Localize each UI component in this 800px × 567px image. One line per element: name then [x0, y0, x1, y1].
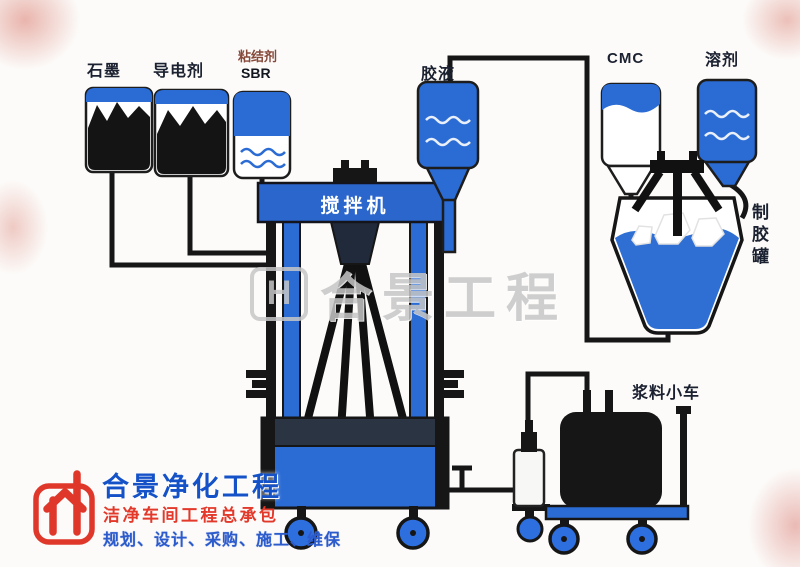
hopper-graphite [84, 86, 154, 174]
pipes [109, 55, 749, 493]
footer-services: 规划、设计、采购、施工、维保 [103, 532, 342, 549]
glue-tank-agitator [650, 151, 704, 236]
mixer-leg-right [434, 220, 444, 420]
pipe-pump-to-cart [525, 371, 590, 438]
mixer-top-cap [333, 160, 377, 184]
slurry-cart [544, 390, 691, 555]
label-slurry-cart: 浆料小车 [632, 385, 701, 402]
mixer-wheels [284, 506, 430, 550]
glue-tank-liquid [615, 228, 739, 329]
footer-logo-icon [33, 470, 95, 545]
mixer-bowl-wall-right [435, 418, 448, 508]
mixer-head-bar [256, 181, 454, 224]
label-graphite: 石墨 [87, 63, 122, 80]
mixer-post-right [409, 219, 428, 423]
container-cmc [600, 82, 662, 196]
mixer-shafts [301, 252, 410, 434]
label-binder: 粘结剂 [238, 49, 278, 64]
container-glue-solution [416, 80, 480, 254]
label-solvent: 溶剂 [705, 52, 740, 69]
hopper-conductive-agent [153, 88, 230, 178]
mixer-clamp-right [438, 370, 464, 398]
mixer-bowl-rim [261, 417, 449, 447]
mixer-machine [246, 160, 464, 550]
footer-company-name: 合景净化工程 [102, 472, 282, 502]
mixer-bowl-wall-left [262, 418, 275, 508]
outlet-valve-icon [452, 465, 472, 490]
container-binder-sbr [232, 90, 292, 180]
label-glue-solution: 胶液 [421, 66, 456, 83]
mixer-clamp-left [246, 370, 272, 398]
pipe-graphite-to-mixer [109, 170, 270, 268]
label-conductive-agent: 导电剂 [153, 63, 205, 80]
cart-nozzle-left [583, 390, 591, 418]
pipe-tank-to-glue-solution [447, 55, 671, 343]
label-glue-tank: 制胶罐 [749, 203, 768, 269]
cart-platform [544, 504, 690, 521]
mixer-post-left [282, 219, 301, 423]
cart-tank [560, 412, 662, 508]
label-mixer: 搅拌机 [320, 196, 390, 217]
cart-nozzle-right [605, 390, 613, 418]
footer-subtitle: 洁净车间工程总承包 [103, 506, 279, 525]
glue-tank-chunks [631, 212, 725, 247]
pump-bottle [512, 420, 550, 543]
label-binder-sub: SBR [241, 65, 271, 81]
label-cmc: CMC [607, 50, 645, 67]
glue-tank [610, 151, 744, 335]
mixer-motor [329, 221, 381, 265]
pipe-conductive-to-mixer [187, 174, 270, 256]
container-solvent [696, 78, 758, 188]
cart-handle [680, 412, 687, 508]
